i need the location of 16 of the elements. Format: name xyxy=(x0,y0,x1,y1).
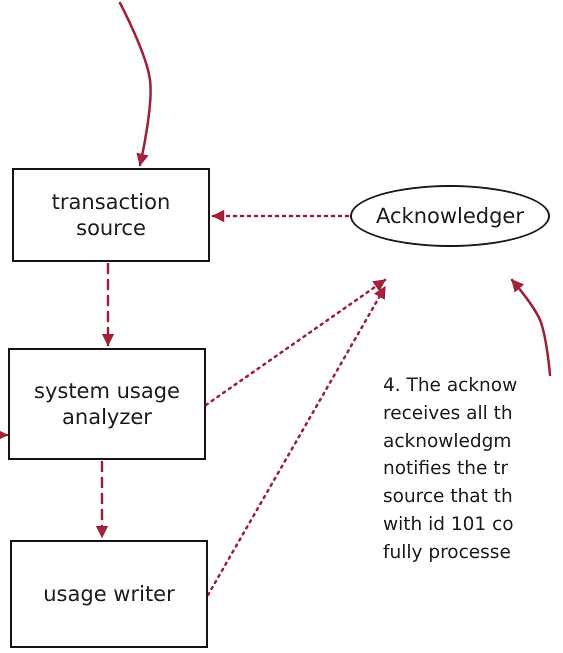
arrow xyxy=(206,286,386,596)
arrow xyxy=(102,262,114,346)
node-label: system usage analyzer xyxy=(33,378,181,430)
annotation-text: 4. The acknow receives all th acknowledgm notifies the tr source that th with id 101 co fully processe xyxy=(383,372,551,647)
arrow xyxy=(204,278,386,406)
process-box xyxy=(10,540,208,648)
process-box xyxy=(12,168,210,262)
arrow xyxy=(118,2,152,166)
arrow xyxy=(0,428,8,442)
node-label: usage writer xyxy=(43,580,175,608)
arrow xyxy=(96,460,108,538)
node-label: Acknowledger xyxy=(376,204,524,228)
arrow xyxy=(212,210,350,222)
node-label: transaction source xyxy=(50,188,172,242)
process-box xyxy=(8,348,206,460)
arrow xyxy=(510,278,552,376)
